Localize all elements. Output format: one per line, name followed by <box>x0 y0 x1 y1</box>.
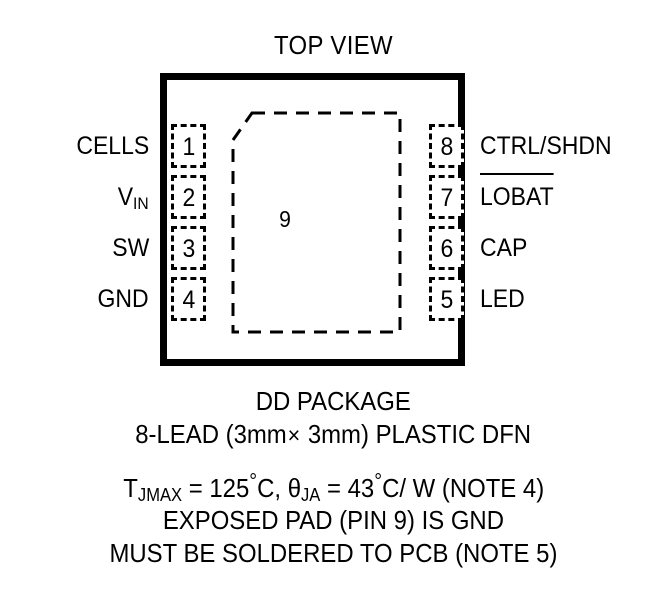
pin-label-ctrl-shdn: CTRL/SHDN <box>480 124 667 168</box>
pin-number-5: 5 <box>440 286 453 314</box>
pin-label-sw-text: SW <box>111 234 149 262</box>
degree-sign-icon-2: ° <box>373 469 382 493</box>
caption-solder-note-text: MUST BE SOLDERED TO PCB (NOTE 5) <box>109 538 558 568</box>
pin-label-lobat-text: LOBAT <box>480 173 554 219</box>
thermal-t-unit: C, <box>256 472 288 503</box>
pin-number-6: 6 <box>440 235 453 263</box>
exposed-pad-number: 9 <box>279 206 291 232</box>
degree-sign-icon: ° <box>249 469 257 493</box>
thermal-t-subscript: JMAX <box>137 484 182 505</box>
caption-lead-count-prefix: 8-LEAD (3mm <box>135 419 288 449</box>
pin-label-gnd-text: GND <box>97 285 149 313</box>
pin-label-ctrl-shdn-text: CTRL/SHDN <box>480 132 612 160</box>
pin-label-led: LED <box>480 277 667 321</box>
pin-pad-1[interactable]: 1 <box>171 124 206 168</box>
caption-exposed-pad-note-text: EXPOSED PAD (PIN 9) IS GND <box>162 505 505 535</box>
thermal-theta-subscript: JA <box>300 484 321 505</box>
pin-number-4: 4 <box>182 286 195 314</box>
pin-pad-8[interactable]: 8 <box>429 124 464 168</box>
caption-exposed-pad-note: EXPOSED PAD (PIN 9) IS GND <box>0 505 667 536</box>
pin-label-vin: VIN <box>0 175 160 222</box>
thermal-t-value: = 125 <box>181 472 250 503</box>
caption-thermal-spec: TJMAX = 125°C, θJA = 43°C/ W (NOTE 4) <box>0 469 667 505</box>
caption-package-name-text: DD PACKAGE <box>255 386 412 416</box>
pin-number-3: 3 <box>182 235 195 263</box>
pin-pad-3[interactable]: 3 <box>171 226 206 270</box>
pin-label-vin-text: V <box>118 183 134 211</box>
pin-number-2: 2 <box>182 184 195 212</box>
pin-number-1: 1 <box>182 133 195 161</box>
pin-label-lobat: LOBAT <box>480 173 667 219</box>
pin-pad-5[interactable]: 5 <box>429 277 464 321</box>
page-title: TOP VIEW <box>273 30 394 60</box>
pin-pad-7[interactable]: 7 <box>429 175 464 219</box>
caption-lead-count-suffix: 3mm) PLASTIC DFN <box>308 419 532 449</box>
pin-pad-4[interactable]: 4 <box>171 277 206 321</box>
multiplication-sign-icon: × <box>288 422 301 448</box>
pin-number-7: 7 <box>440 184 453 212</box>
thermal-theta-symbol: θ <box>287 472 301 503</box>
thermal-theta-value: = 43 <box>320 472 374 503</box>
pin-label-cells: CELLS <box>0 124 160 168</box>
package-outline <box>160 73 465 366</box>
caption-solder-note: MUST BE SOLDERED TO PCB (NOTE 5) <box>0 538 667 569</box>
pin-label-sw: SW <box>0 226 160 270</box>
exposed-pad-outline <box>231 111 402 334</box>
pin-label-led-text: LED <box>480 285 525 313</box>
pin-label-cap: CAP <box>480 226 667 270</box>
pin-pad-2[interactable]: 2 <box>171 175 206 219</box>
pin-label-cells-text: CELLS <box>76 132 149 160</box>
thermal-theta-unit: C/ W (NOTE 4) <box>381 472 544 503</box>
pin-number-8: 8 <box>440 133 453 161</box>
caption-package-name: DD PACKAGE <box>0 386 667 417</box>
pin-label-gnd: GND <box>0 277 160 321</box>
thermal-t-symbol: T <box>123 472 138 503</box>
caption-lead-count: 8-LEAD (3mm× 3mm) PLASTIC DFN <box>0 419 667 450</box>
pin-pad-6[interactable]: 6 <box>429 226 464 270</box>
pin-label-vin-subscript: IN <box>133 194 149 213</box>
pin-label-cap-text: CAP <box>480 234 528 262</box>
